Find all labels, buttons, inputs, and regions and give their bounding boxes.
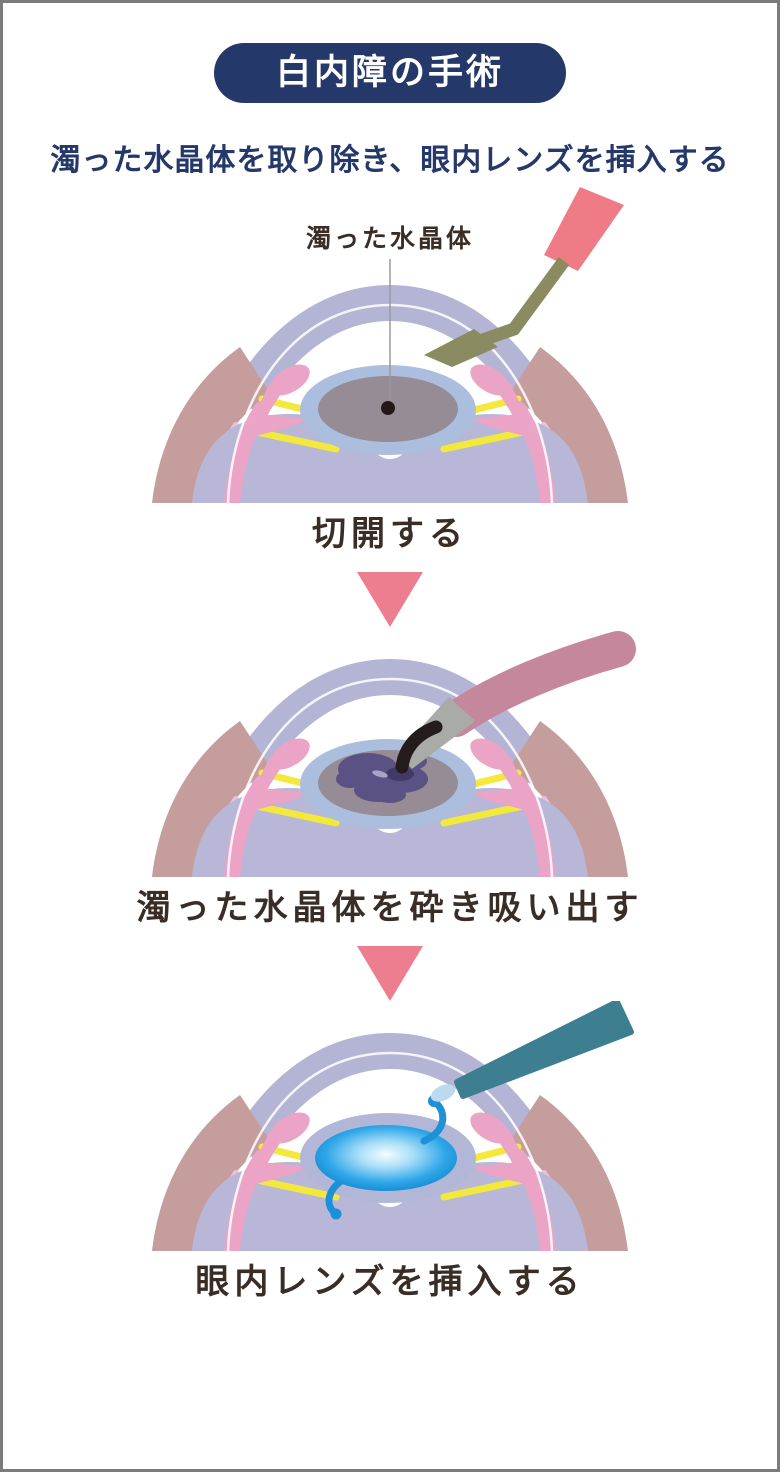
phaco-tip (395, 720, 443, 774)
scalpel-blade (424, 329, 498, 367)
intraocular-lens (315, 1095, 457, 1220)
scalpel-icon (424, 187, 624, 367)
injector-tip (430, 1084, 456, 1102)
phaco-handle (438, 631, 636, 737)
down-arrow-icon (357, 946, 423, 1001)
scalpel-handle (544, 187, 624, 271)
injector-body (454, 999, 634, 1099)
lens-center-dot (381, 401, 395, 415)
step-2-caption: 濁った水晶体を砕き吸い出す (136, 889, 644, 927)
scalpel-shaft (471, 257, 570, 350)
lens-fragments (336, 752, 428, 803)
phaco-instrument-icon (395, 631, 636, 774)
lens-label: 濁った水晶体 (306, 225, 474, 253)
step-1-caption: 切開する (312, 515, 468, 553)
subtitle: 濁った水晶体を取り除き、眼内レンズを挿入する (50, 144, 730, 177)
step-3-iol: 眼内レンズを挿入する (3, 999, 777, 1306)
eye-diagram-step-3 (140, 999, 634, 1251)
step-2-phaco: 濁った水晶体を砕き吸い出す (3, 627, 777, 932)
eye-diagram-step-2 (140, 631, 636, 877)
iol-injector-icon (430, 999, 634, 1102)
title-badge: 白内障の手術 (213, 43, 566, 103)
eye-diagram-step-1: 濁った水晶体 (140, 187, 640, 503)
step-3-caption: 眼内レンズを挿入する (195, 1263, 585, 1301)
step-1-incision: 濁った水晶体 切開する (3, 183, 777, 558)
down-arrow-icon (357, 572, 423, 627)
